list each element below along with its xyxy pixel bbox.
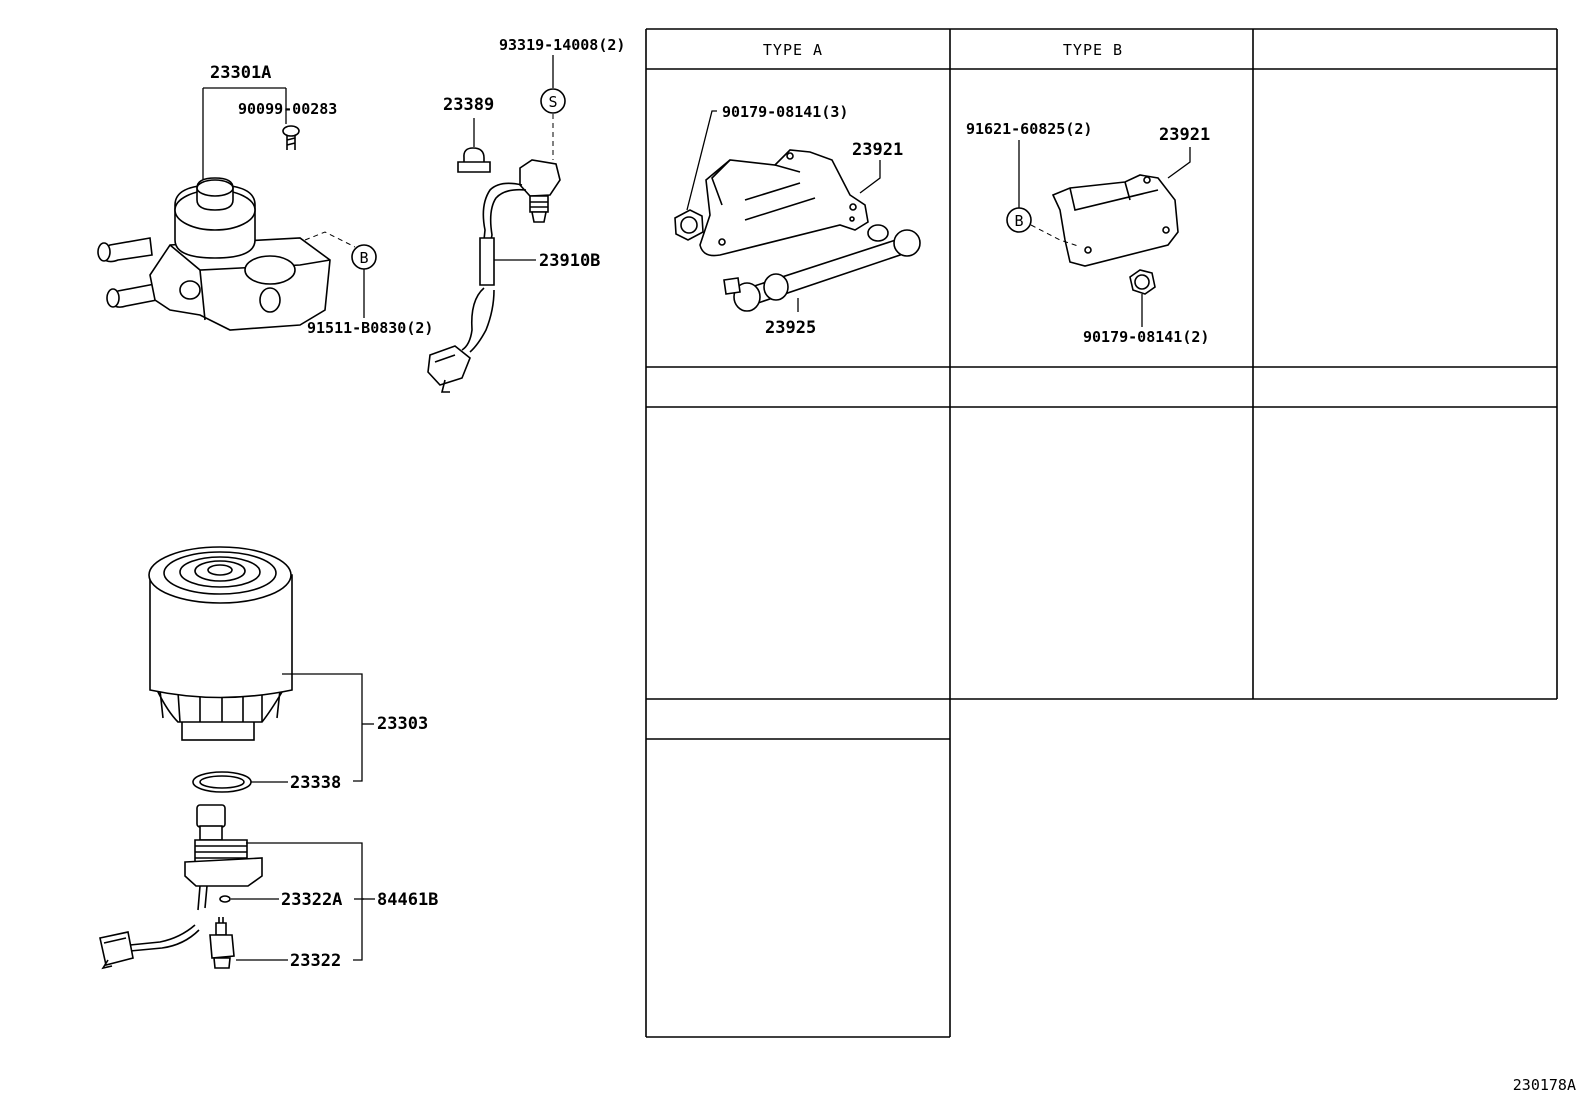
label-23322: 23322 <box>290 951 341 971</box>
label-typeB-90179-08141: 90179-08141(2) <box>1083 328 1209 346</box>
label-23389: 23389 <box>443 95 494 115</box>
label-23303: 23303 <box>377 714 428 734</box>
label-93319-14008: 93319-14008(2) <box>499 36 625 54</box>
label-typeB-91621-60825: 91621-60825(2) <box>966 120 1092 138</box>
b-marker-left: B <box>359 249 368 267</box>
label-84461B: 84461B <box>377 890 438 910</box>
label-23322A: 23322A <box>281 890 342 910</box>
label-typeA-90179-08141: 90179-08141(3) <box>722 103 848 121</box>
label-91511-B0830: 91511-B0830(2) <box>307 319 433 337</box>
fuel-filter-head-illustration <box>97 125 331 331</box>
type-b-header: TYPE B <box>1063 41 1123 59</box>
label-23338: 23338 <box>290 773 341 793</box>
label-23910B: 23910B <box>539 251 600 271</box>
s-marker: S <box>548 93 557 111</box>
type-b-bracket-illustration <box>1051 174 1179 295</box>
parts-table-grid <box>645 28 1558 1038</box>
diagram-code: 230178A <box>1513 1076 1576 1094</box>
fuel-filter-element-illustration <box>148 546 293 793</box>
s-marker-circle <box>540 88 566 114</box>
label-typeB-23921: 23921 <box>1159 125 1210 145</box>
sensor-wire-illustration <box>427 147 561 393</box>
type-a-bracket-illustration <box>674 149 921 312</box>
water-sensor-illustration <box>99 804 263 970</box>
label-23301A: 23301A <box>210 63 271 83</box>
label-90099-00283: 90099-00283 <box>238 100 337 118</box>
type-a-header: TYPE A <box>763 41 823 59</box>
b-marker-typeb-circle <box>1006 207 1032 233</box>
b-marker-typeb: B <box>1014 212 1023 230</box>
label-typeA-23925: 23925 <box>765 318 816 338</box>
label-typeA-23921: 23921 <box>852 140 903 160</box>
